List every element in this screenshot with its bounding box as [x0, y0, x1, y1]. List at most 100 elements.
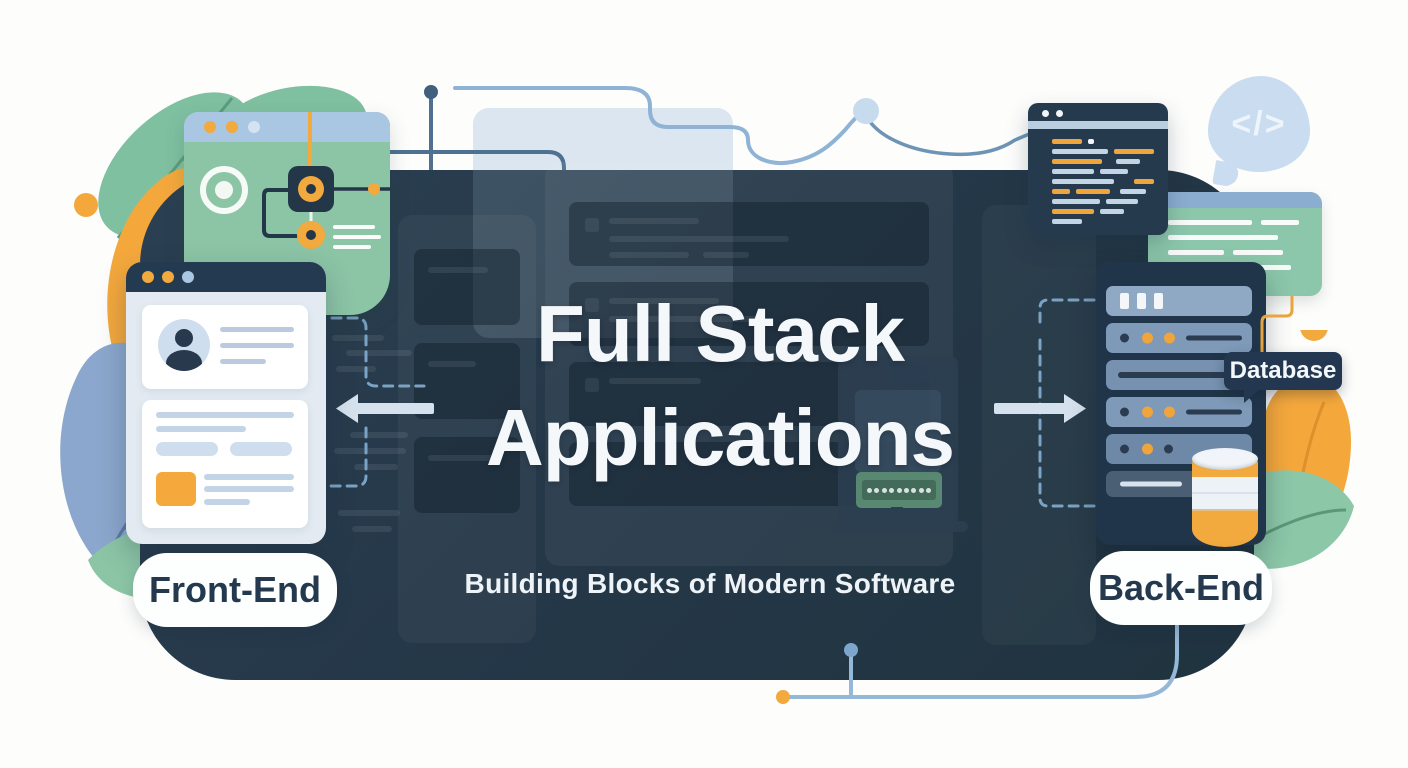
slot-line [1120, 481, 1182, 487]
text-line [333, 245, 371, 249]
code-line [1052, 169, 1160, 174]
text-line [220, 343, 294, 348]
code-token [1116, 159, 1140, 164]
server-slot [1106, 397, 1252, 427]
code-line [1052, 199, 1160, 204]
code-token [1052, 199, 1100, 204]
vent-bar [1137, 293, 1146, 309]
content-card [142, 400, 308, 528]
card-text-line [1168, 220, 1299, 225]
code-editor-window [1028, 103, 1168, 235]
text-line [220, 359, 266, 364]
key-dot [904, 488, 909, 493]
server-board-icon [856, 472, 942, 508]
avatar [158, 319, 210, 371]
code-token [1114, 149, 1154, 154]
code-speech-bubble: </> [1208, 76, 1310, 172]
page-subtitle: Building Blocks of Modern Software [464, 568, 956, 599]
code-token [1052, 159, 1102, 164]
server-slot [1106, 286, 1252, 316]
text-segment [1233, 250, 1283, 255]
key-dot [918, 488, 924, 493]
code-glyph: </> [1231, 104, 1287, 143]
connector-dot [776, 690, 790, 704]
card-text-line [1168, 235, 1278, 240]
monitor-icon [818, 338, 976, 544]
card-header [1148, 192, 1322, 208]
orange-indicator-dot [1164, 406, 1175, 418]
button-placeholder [230, 442, 292, 456]
key-dot [881, 488, 887, 493]
key-dot [926, 488, 932, 493]
server-rack-icon [1096, 262, 1266, 545]
text-segment [1168, 250, 1224, 255]
dark-indicator-dot [1120, 333, 1129, 343]
code-line [1052, 139, 1160, 144]
window-dot [1056, 110, 1063, 117]
code-token [1088, 139, 1094, 144]
slot-line [1118, 372, 1236, 378]
frontend-browser-window [126, 262, 326, 544]
dark-indicator-dot [1164, 444, 1173, 454]
key-dot [867, 488, 872, 493]
code-token [1052, 169, 1094, 174]
code-token [1052, 149, 1108, 154]
text-line [156, 412, 294, 418]
text-line [333, 235, 381, 239]
text-line [156, 426, 246, 432]
back-end-label: Back-End [1090, 551, 1272, 625]
slot-line [1186, 335, 1242, 341]
front-end-label: Front-End [133, 553, 337, 627]
title-line-2: Applications [485, 393, 955, 482]
card-text-line [1168, 250, 1283, 255]
button-placeholder [156, 442, 218, 456]
code-token [1120, 189, 1146, 194]
code-line [1052, 219, 1160, 224]
monitor-stand [891, 507, 903, 523]
database-cylinder-icon [1192, 448, 1258, 547]
window-dot [226, 121, 238, 133]
window-titlebar [184, 112, 390, 142]
window-dot [162, 271, 174, 283]
vent-bar [1154, 293, 1163, 309]
key-dot [896, 488, 902, 493]
window-titlebar [126, 262, 326, 292]
server-slot [1106, 323, 1252, 353]
ghost-overlap [473, 170, 733, 338]
window-dot [204, 121, 216, 133]
flowchart-lines [262, 112, 390, 238]
code-token [1052, 179, 1114, 184]
code-token [1052, 209, 1094, 214]
connector-ball [853, 98, 879, 124]
key-dot [874, 488, 880, 493]
code-lines [1052, 139, 1160, 229]
image-thumbnail [156, 472, 196, 506]
text-line [220, 327, 294, 332]
orange-indicator-dot [1164, 332, 1175, 344]
text-segment [1168, 220, 1252, 225]
code-token [1052, 189, 1070, 194]
monitor-base [830, 521, 968, 532]
monitor-screen [855, 390, 941, 472]
text-line [333, 225, 375, 229]
code-token [1052, 139, 1082, 144]
orange-indicator-dot [1142, 332, 1153, 344]
window-dot [248, 121, 260, 133]
slot-line [1186, 409, 1242, 415]
code-token [1100, 209, 1124, 214]
text-line [204, 499, 250, 505]
dark-indicator-dot [1120, 444, 1129, 454]
key-dot [911, 488, 917, 493]
code-line [1052, 179, 1160, 184]
database-label-text: Database [1229, 357, 1337, 384]
ghost-window [398, 215, 536, 643]
page-title: Full Stack Applications [150, 282, 1290, 490]
record-target-icon [200, 166, 248, 214]
text-segment [1261, 220, 1299, 225]
connector-dot [424, 85, 438, 99]
code-token [1100, 169, 1128, 174]
code-line [1052, 209, 1160, 214]
flowchart-node-circle [297, 221, 325, 249]
title-line-1: Full Stack [536, 289, 905, 378]
